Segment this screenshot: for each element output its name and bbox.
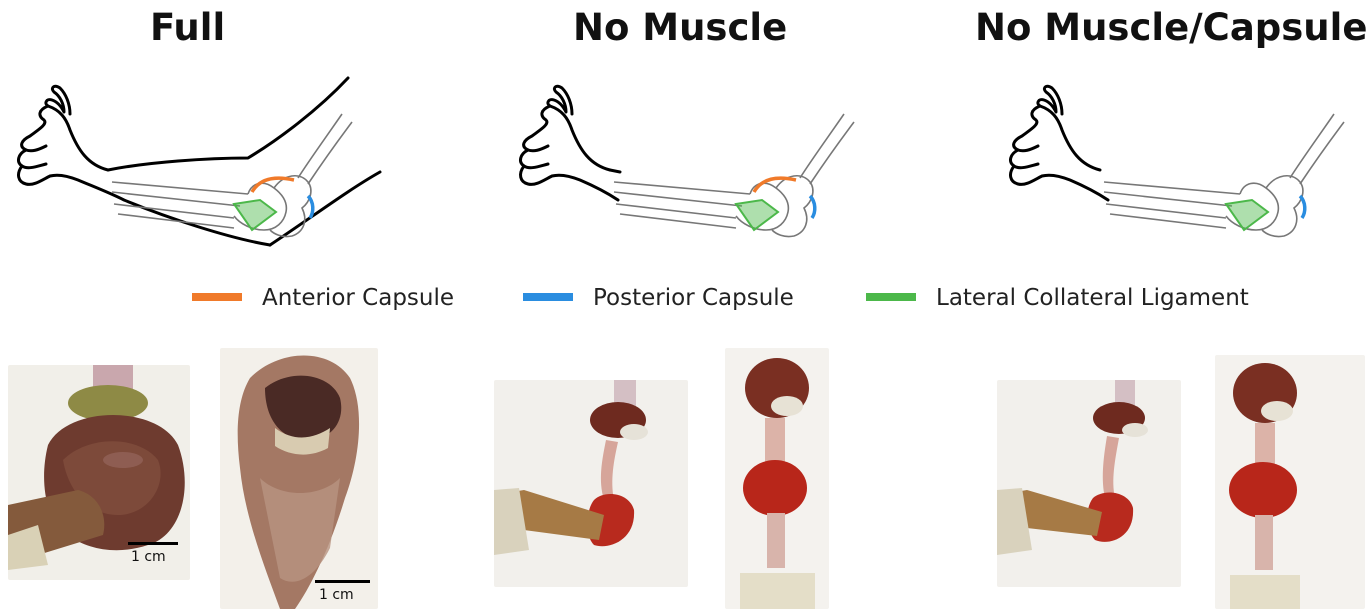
specimen-photo-no-muscle-capsule-side [997, 380, 1181, 587]
legend-swatch-anterior-capsule [192, 293, 242, 301]
legend-swatch-posterior-capsule [523, 293, 573, 301]
panel-title-full: Full [150, 6, 225, 50]
arm-diagram-full [8, 70, 403, 250]
specimen-photo-no-muscle-capsule-front [1215, 355, 1365, 609]
anterior-capsule-mark [252, 178, 294, 192]
arm-diagram-no-muscle-capsule [995, 70, 1355, 250]
legend-swatch-lateral-collateral-ligament [866, 293, 916, 301]
scale-bar [128, 542, 178, 545]
panel-title-no-muscle: No Muscle [573, 6, 787, 50]
hand-outline [1011, 86, 1108, 200]
legend-label-posterior-capsule: Posterior Capsule [593, 278, 794, 318]
hand-outline [19, 78, 380, 245]
bone-outline [112, 114, 352, 237]
scale-bar-label: 1 cm [131, 549, 166, 565]
arm-diagram-no-muscle [510, 70, 860, 250]
legend-label-lateral-collateral-ligament: Lateral Collateral Ligament [936, 278, 1249, 318]
scale-bar [315, 580, 370, 583]
anterior-capsule-mark [754, 178, 796, 192]
posterior-capsule-mark [308, 196, 313, 218]
specimen-photo-no-muscle-front [725, 348, 829, 609]
lateral-collateral-ligament-mark [234, 200, 276, 230]
bone-outline [1104, 114, 1344, 237]
specimen-photo-full-front: 1 cm [220, 348, 378, 609]
lateral-collateral-ligament-mark [1226, 200, 1268, 230]
lateral-collateral-ligament-mark [736, 200, 778, 230]
specimen-photo-full-side: 1 cm [8, 365, 190, 580]
panel-title-no-muscle-capsule: No Muscle/Capsule [975, 6, 1367, 50]
posterior-capsule-mark [1300, 196, 1305, 218]
posterior-capsule-mark [810, 196, 815, 218]
specimen-photo-no-muscle-side [494, 380, 688, 587]
legend: Anterior Capsule Posterior Capsule Later… [0, 278, 1371, 318]
legend-label-anterior-capsule: Anterior Capsule [262, 278, 454, 318]
scale-bar-label: 1 cm [319, 587, 354, 603]
bone-outline [614, 114, 854, 237]
hand-outline [521, 86, 620, 200]
